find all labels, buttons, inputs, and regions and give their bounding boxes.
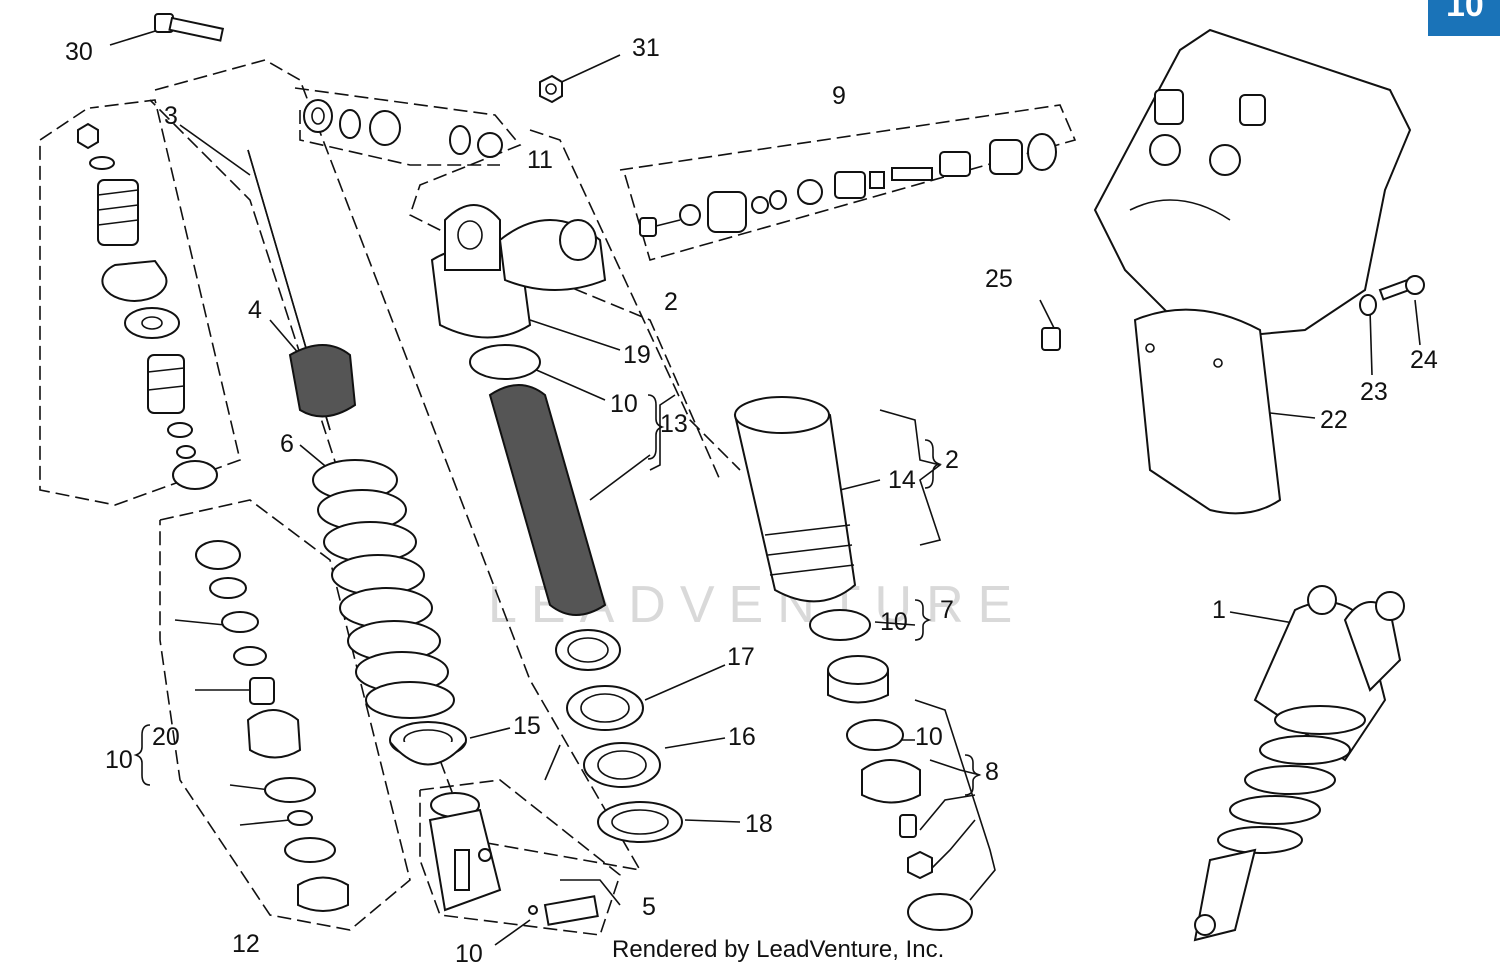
callout-9: 9 bbox=[832, 82, 846, 110]
callout-13: 13 bbox=[660, 410, 688, 438]
top-bushings bbox=[303, 99, 503, 158]
callout-23: 23 bbox=[1360, 378, 1388, 406]
callout-2a: 2 bbox=[664, 288, 678, 316]
mud-flap-22 bbox=[1133, 308, 1282, 515]
callout-20: 20 bbox=[152, 723, 180, 751]
callout-18: 18 bbox=[745, 810, 773, 838]
complete-shock-1 bbox=[1193, 585, 1405, 942]
shaft-4 bbox=[247, 149, 357, 431]
valve-assembly-9 bbox=[639, 133, 1057, 237]
bolt-30 bbox=[154, 13, 225, 42]
credit-text: Rendered by LeadVenture, Inc. bbox=[612, 936, 945, 963]
callout-2b: 2 bbox=[945, 446, 959, 474]
callout-4: 4 bbox=[248, 296, 262, 324]
page-tab-label: 10 bbox=[1446, 0, 1484, 24]
callout-31: 31 bbox=[632, 34, 660, 62]
bolt-24 bbox=[1378, 275, 1425, 301]
adjuster-stack-3 bbox=[77, 122, 218, 490]
callout-labels: 30 31 3 9 11 2 4 19 6 10 13 14 2 25 24 2… bbox=[65, 34, 1438, 968]
spring-6 bbox=[312, 459, 455, 719]
callout-11: 11 bbox=[527, 146, 553, 174]
callout-3a: 3 bbox=[164, 102, 178, 130]
rear-frame bbox=[1093, 28, 1412, 342]
washer-23 bbox=[1359, 294, 1377, 316]
callout-30: 30 bbox=[65, 38, 93, 66]
clevis-5 bbox=[428, 792, 599, 926]
callout-10b: 10 bbox=[880, 608, 908, 636]
nut-31 bbox=[539, 74, 563, 104]
callout-17: 17 bbox=[727, 643, 755, 671]
callout-8: 8 bbox=[985, 758, 999, 786]
callout-10a: 10 bbox=[610, 390, 638, 418]
braces bbox=[133, 394, 982, 796]
callout-7: 7 bbox=[940, 596, 954, 624]
page-tab[interactable]: 10 bbox=[1428, 0, 1500, 36]
callout-1: 1 bbox=[1212, 596, 1226, 624]
callout-22: 22 bbox=[1320, 406, 1348, 434]
callout-10e: 10 bbox=[455, 940, 483, 968]
callout-14: 14 bbox=[888, 466, 916, 494]
callout-19: 19 bbox=[623, 341, 651, 369]
reservoir-14 bbox=[733, 396, 857, 603]
leader-lines bbox=[109, 27, 1421, 946]
lock-rings bbox=[555, 629, 683, 843]
callout-5: 5 bbox=[642, 893, 656, 921]
clip-25 bbox=[1041, 327, 1061, 351]
callout-15: 15 bbox=[513, 712, 541, 740]
callout-10d: 10 bbox=[915, 723, 943, 751]
sleeve-13 bbox=[469, 344, 607, 616]
callout-10c: 10 bbox=[105, 746, 133, 774]
reservoir-cap-7 bbox=[809, 609, 889, 704]
callout-25: 25 bbox=[985, 265, 1013, 293]
spring-seat-15 bbox=[389, 721, 467, 766]
callout-6: 6 bbox=[280, 430, 294, 458]
shock-body-19 bbox=[430, 204, 607, 339]
callout-16: 16 bbox=[728, 723, 756, 751]
callout-12: 12 bbox=[232, 930, 260, 958]
callout-24: 24 bbox=[1410, 346, 1438, 374]
piston-stack-20 bbox=[195, 540, 349, 912]
bladder-8 bbox=[846, 719, 973, 931]
